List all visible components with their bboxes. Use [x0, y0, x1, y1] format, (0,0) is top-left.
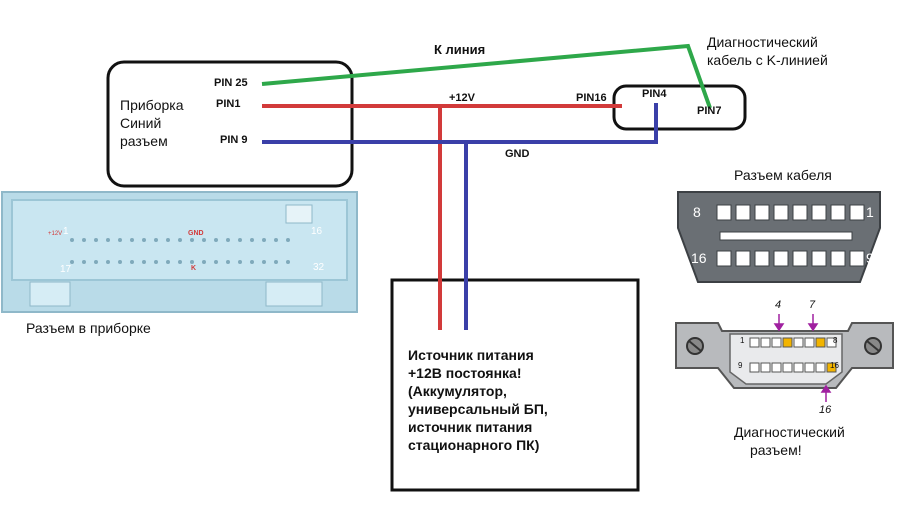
dash-num-16: 16 [311, 226, 323, 237]
dashboard-connector [1, 191, 358, 313]
power-line-2: +12В постоянка! [408, 365, 522, 381]
dash-mark-gnd: GND [188, 230, 204, 237]
k-line-wire [261, 43, 712, 109]
diag-caption-line1: Диагностический [734, 424, 845, 440]
power-line-1: Источник питания [408, 347, 534, 363]
pin9-label: PIN 9 [220, 134, 248, 146]
diag-num-8: 8 [833, 336, 838, 345]
dash-mark-k: K [191, 265, 197, 272]
diag-pin4-label: 4 [775, 299, 782, 311]
pin1-label: PIN1 [216, 98, 241, 110]
cable-connector-title: Разъем кабеля [734, 167, 832, 183]
cable-caption-line1: Диагностический [707, 34, 818, 50]
diag-pin7-label: 7 [809, 299, 816, 311]
pin4-label: PIN4 [642, 88, 667, 100]
pin7-label: PIN7 [697, 105, 722, 117]
cable-num-9: 9 [866, 250, 874, 266]
dash-num-32: 32 [313, 262, 325, 273]
k-line-label: К линия [434, 42, 486, 57]
diag-num-1: 1 [740, 336, 745, 345]
pin16-label: PIN16 [576, 92, 607, 104]
dashboard-label-line2: Синий [120, 115, 162, 131]
cable-caption-line2: кабель с K-линией [707, 52, 828, 68]
gnd-wire [262, 103, 658, 144]
cable-connector-shape [677, 191, 881, 283]
dashboard-block-outline [106, 60, 354, 188]
dash-connector-caption: Разъем в приборке [26, 320, 151, 336]
diag-num-9: 9 [738, 361, 743, 370]
diag-num-16: 16 [830, 361, 839, 370]
gnd-label: GND [505, 148, 530, 160]
dash-num-1: 1 [63, 226, 69, 237]
power-box-text: Источник питания +12В постоянка! (Аккуму… [408, 346, 628, 454]
cable-num-1: 1 [866, 204, 874, 220]
dashboard-label-line3: разъем [120, 133, 168, 149]
dash-mark-plus12: +12V [48, 231, 63, 237]
diag-pin16-label: 16 [819, 404, 832, 416]
cable-num-16: 16 [691, 250, 707, 266]
cable-num-8: 8 [693, 204, 701, 220]
pin25-label: PIN 25 [214, 77, 248, 89]
diag-connector-shape [675, 314, 894, 402]
diag-caption-line2: разъем! [750, 442, 802, 458]
power-line-5: источник питания [408, 419, 533, 435]
power-line-3: (Аккумулятор, [408, 383, 507, 399]
cable-block-outline [612, 84, 747, 131]
dashboard-label-line1: Приборка [120, 97, 184, 113]
plus12-label: +12V [449, 92, 475, 104]
dash-num-17: 17 [60, 264, 72, 275]
power-line-6: стационарного ПК) [408, 437, 540, 453]
power-box-outline [390, 278, 640, 492]
power-line-4: универсальный БП, [408, 401, 548, 417]
